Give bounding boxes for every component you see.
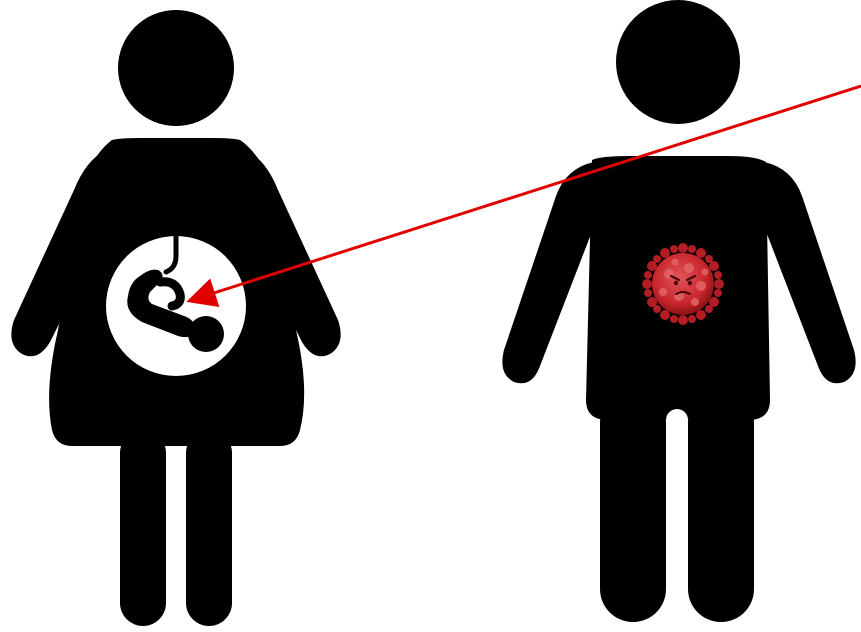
man-left-leg	[600, 390, 666, 622]
man-icon	[502, 0, 855, 630]
woman-head	[118, 10, 234, 126]
woman-right-leg	[186, 430, 232, 626]
man-head	[616, 0, 740, 124]
man-right-arm	[760, 162, 856, 383]
man-right-leg	[688, 390, 754, 622]
woman-left-leg	[120, 430, 166, 626]
